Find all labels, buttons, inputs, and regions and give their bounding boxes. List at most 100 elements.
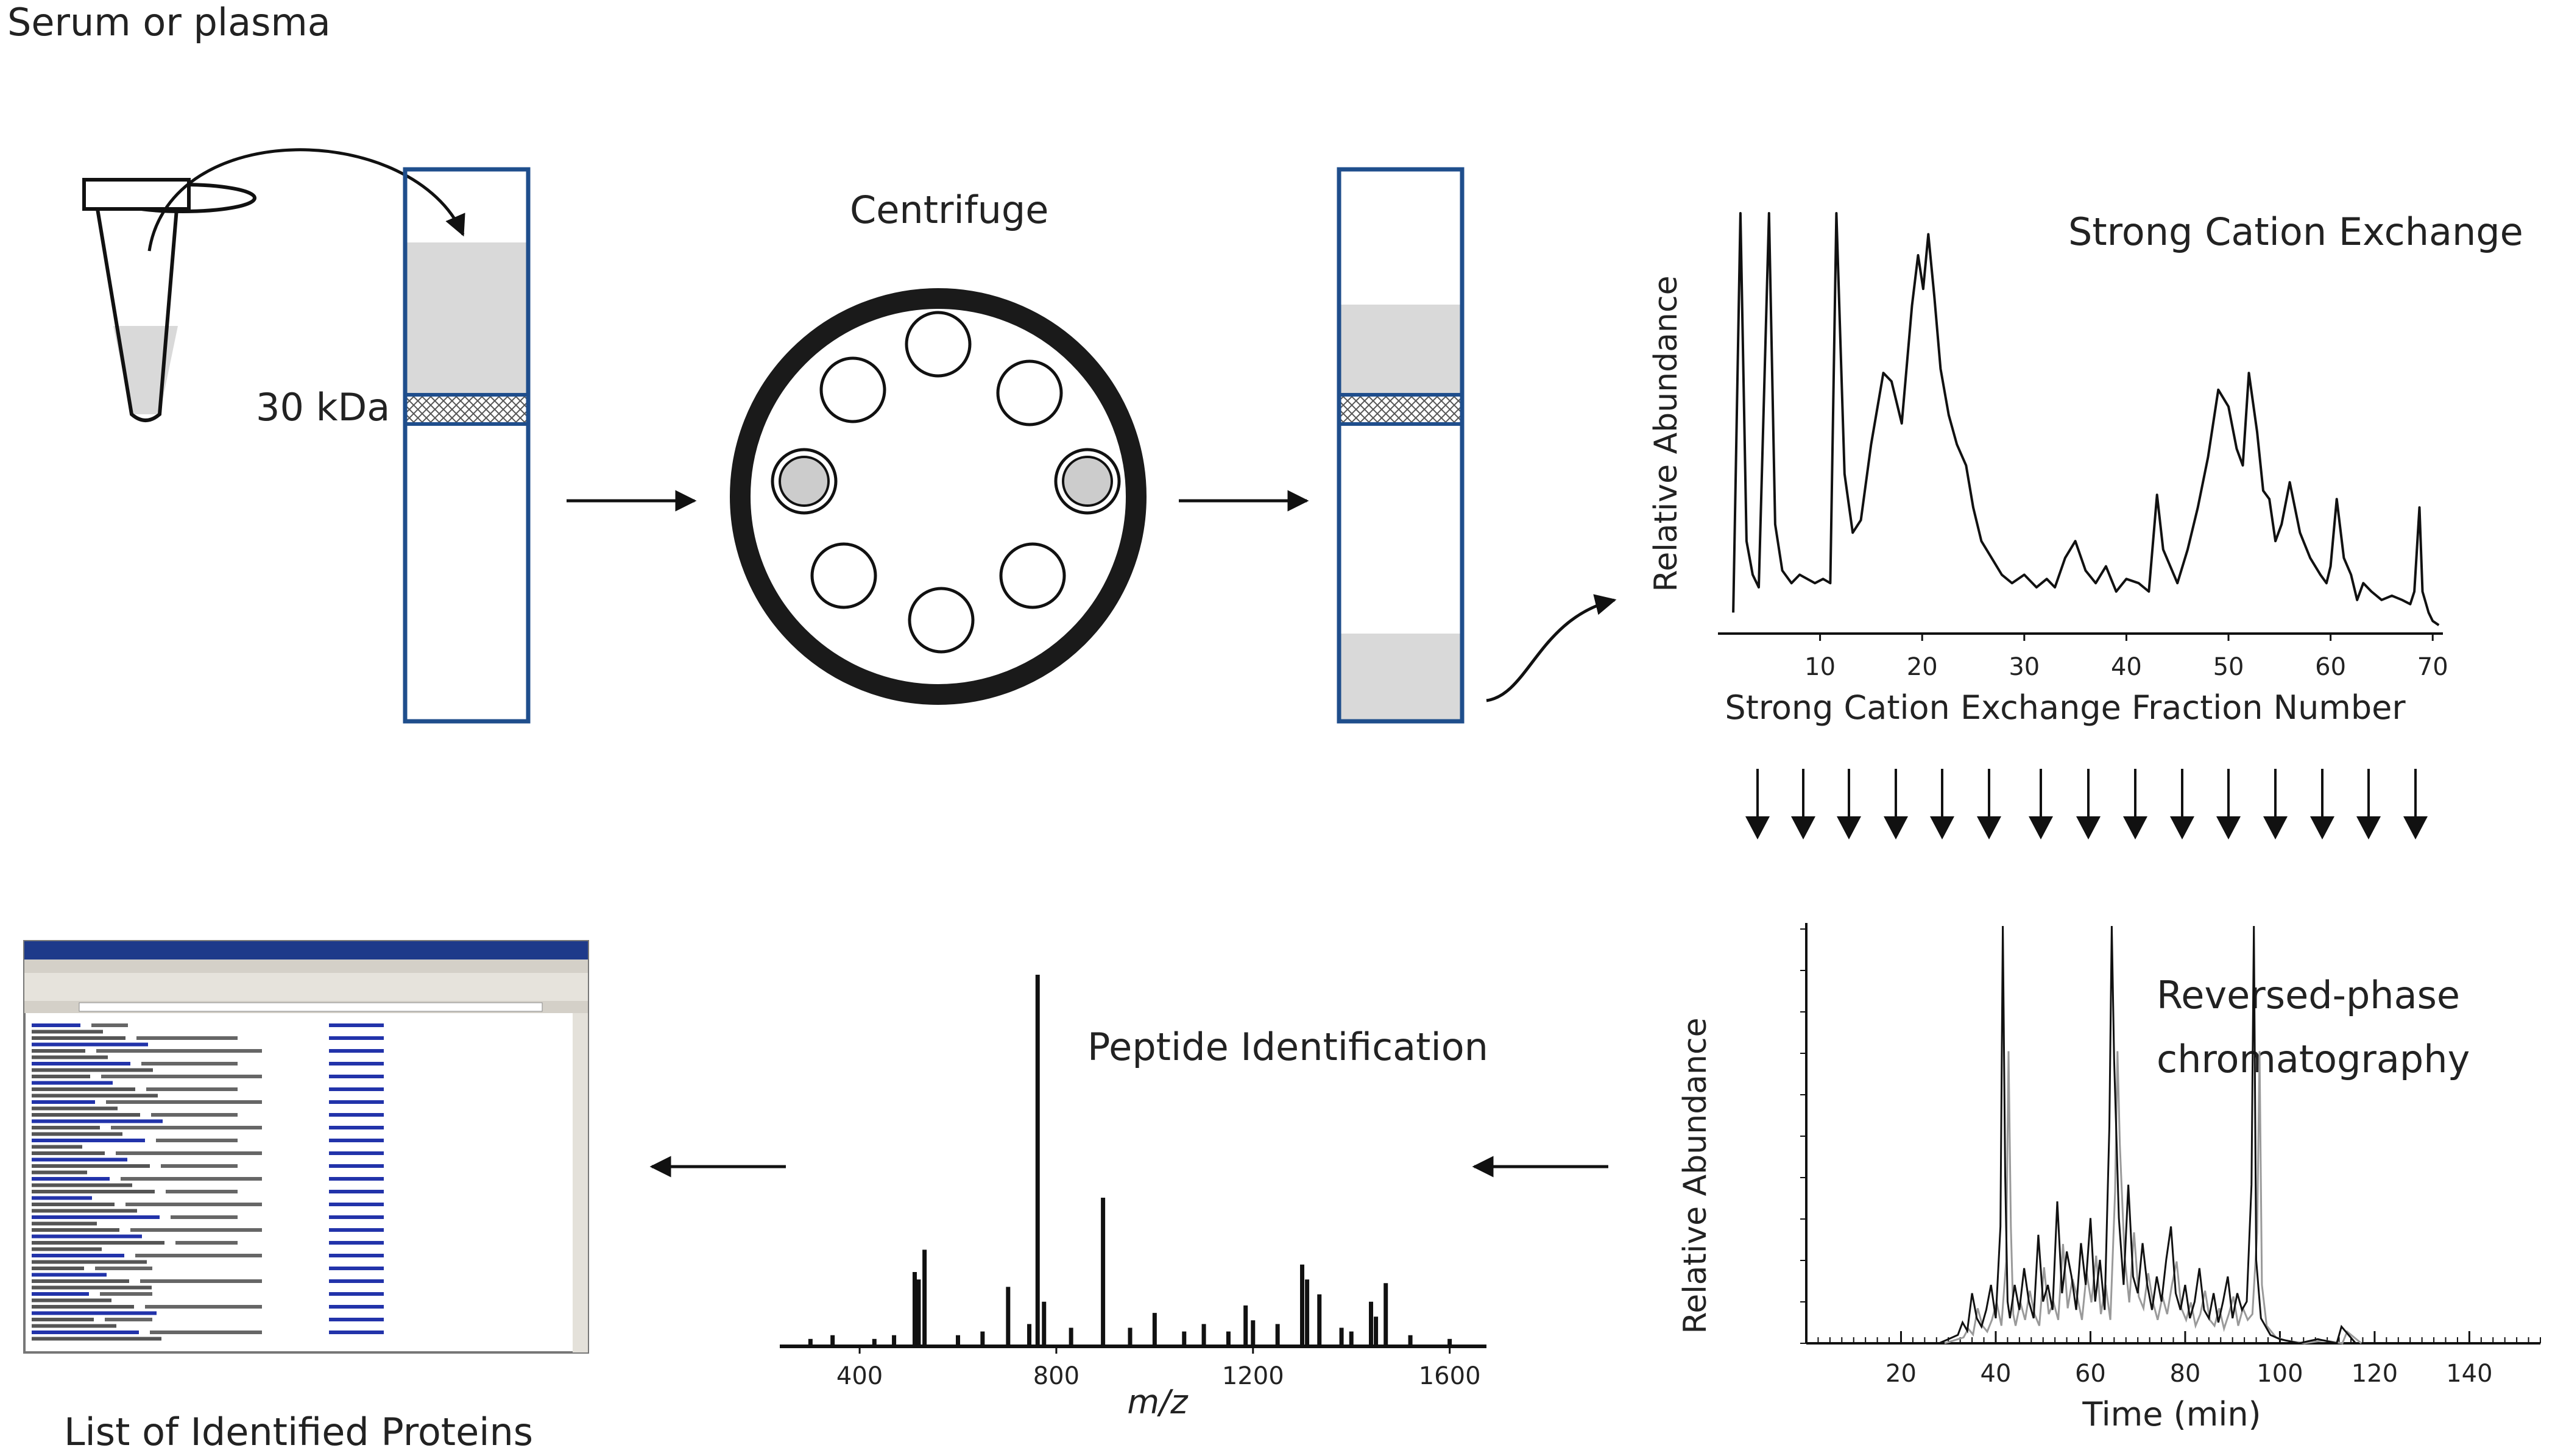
rp-tick-label: 40 [1981, 1360, 2012, 1388]
thumb-line [329, 1087, 384, 1091]
scx-y-label: Relative Abundance [1648, 275, 1684, 592]
thumb-line [121, 1177, 262, 1181]
peptide-id-label: Peptide Identification [1087, 1025, 1488, 1069]
thumb-line [32, 1273, 107, 1277]
centrifuge-rotor [730, 288, 1147, 705]
thumb-line [141, 1062, 238, 1065]
thumb-line [116, 1151, 262, 1155]
thumb-line [329, 1305, 384, 1309]
thumb-line [32, 1260, 147, 1264]
thumb-line [329, 1267, 384, 1270]
thumb-line [32, 1170, 87, 1175]
thumb-line [329, 1279, 384, 1283]
ms-peaks [808, 975, 1452, 1346]
fraction-arrow-head [2216, 816, 2241, 839]
thumb-line [32, 1042, 148, 1047]
thumb-line [32, 1094, 158, 1098]
rp-title-line1: Reversed-phase [2157, 973, 2460, 1017]
sample-label: Serum or plasma [7, 0, 331, 44]
fraction-arrow-head [2263, 816, 2288, 839]
thumb-line [32, 1049, 85, 1053]
thumb-line [32, 1145, 82, 1149]
thumb-line [32, 1062, 130, 1065]
rp-x-label: Time (min) [2082, 1395, 2261, 1433]
thumb-line [32, 1311, 157, 1315]
thumb-line [329, 1164, 384, 1168]
thumb-line [105, 1318, 152, 1321]
scx-tick-label: 10 [1804, 653, 1836, 681]
rp-tick-label: 60 [2075, 1360, 2106, 1388]
thumb-line [156, 1139, 238, 1142]
thumb-line [329, 1254, 384, 1257]
centrifuge-label: Centrifuge [850, 188, 1048, 232]
thumb-line [146, 1087, 238, 1091]
thumb-line [32, 1106, 118, 1111]
thumb-line [32, 1119, 163, 1123]
thumb-titlebar [24, 941, 588, 959]
thumb-line [32, 1228, 119, 1232]
thumb-line [32, 1337, 161, 1341]
thumb-line [91, 1023, 128, 1027]
transfer-arrow [147, 148, 465, 252]
thumb-line [32, 1177, 110, 1181]
ms-tick-label: 1600 [1419, 1362, 1481, 1390]
rp-tick-label: 80 [2169, 1360, 2200, 1388]
thumb-line [329, 1036, 384, 1040]
thumb-line [32, 1081, 113, 1085]
ms-tick-label: 800 [1033, 1362, 1080, 1390]
rp-y-label: Relative Abundance [1677, 1017, 1714, 1334]
fraction-arrow-head [2123, 816, 2147, 839]
thumb-toolbar [24, 973, 588, 1001]
thumb-line [32, 1203, 115, 1206]
thumb-line [329, 1228, 384, 1232]
thumb-line [32, 1139, 145, 1142]
thumb-line [329, 1113, 384, 1117]
fraction-arrows [1745, 769, 2428, 839]
ms-x-label: m/z [1127, 1383, 1189, 1421]
thumb-line [32, 1157, 127, 1162]
thumb-line [140, 1279, 262, 1283]
thumb-line [166, 1190, 238, 1193]
thumb-line [135, 1254, 262, 1257]
thumb-line [32, 1100, 95, 1104]
thumb-line [32, 1285, 152, 1290]
thumb-line [32, 1151, 105, 1155]
thumb-line [32, 1087, 135, 1091]
thumb-line [145, 1305, 262, 1309]
fraction-arrow-head [1930, 816, 1954, 839]
ms-tick-label: 400 [836, 1362, 883, 1390]
thumb-line [32, 1324, 116, 1328]
scx-tick-label: 50 [2213, 653, 2244, 681]
thumb-line [32, 1030, 103, 1034]
filter-unit-before [403, 167, 531, 724]
rp-tick-label: 100 [2256, 1360, 2303, 1388]
thumb-line [329, 1075, 384, 1078]
fraction-arrow-head [2403, 816, 2428, 839]
thumb-line [161, 1164, 238, 1168]
thumb-line [32, 1126, 100, 1129]
thumb-line [32, 1221, 97, 1226]
protein-list-thumbnail [23, 940, 589, 1354]
thumb-line [329, 1126, 384, 1129]
thumb-line [32, 1036, 125, 1040]
thumb-line [125, 1203, 262, 1206]
thumb-line [95, 1267, 152, 1270]
scx-tick-label: 40 [2111, 653, 2142, 681]
thumb-line [329, 1190, 384, 1193]
thumb-line [32, 1190, 155, 1193]
thumb-text-lines [32, 1023, 384, 1341]
ms-tick-label: 1200 [1222, 1362, 1284, 1390]
thumb-line [171, 1215, 238, 1219]
rp-tick-label: 120 [2352, 1360, 2398, 1388]
thumb-line [32, 1183, 132, 1187]
rp-line [1938, 925, 2356, 1345]
thumb-line [329, 1318, 384, 1321]
fraction-arrow-head [1884, 816, 1908, 839]
sample-tube [82, 178, 256, 422]
thumb-line [101, 1075, 262, 1078]
thumb-line [175, 1241, 238, 1245]
